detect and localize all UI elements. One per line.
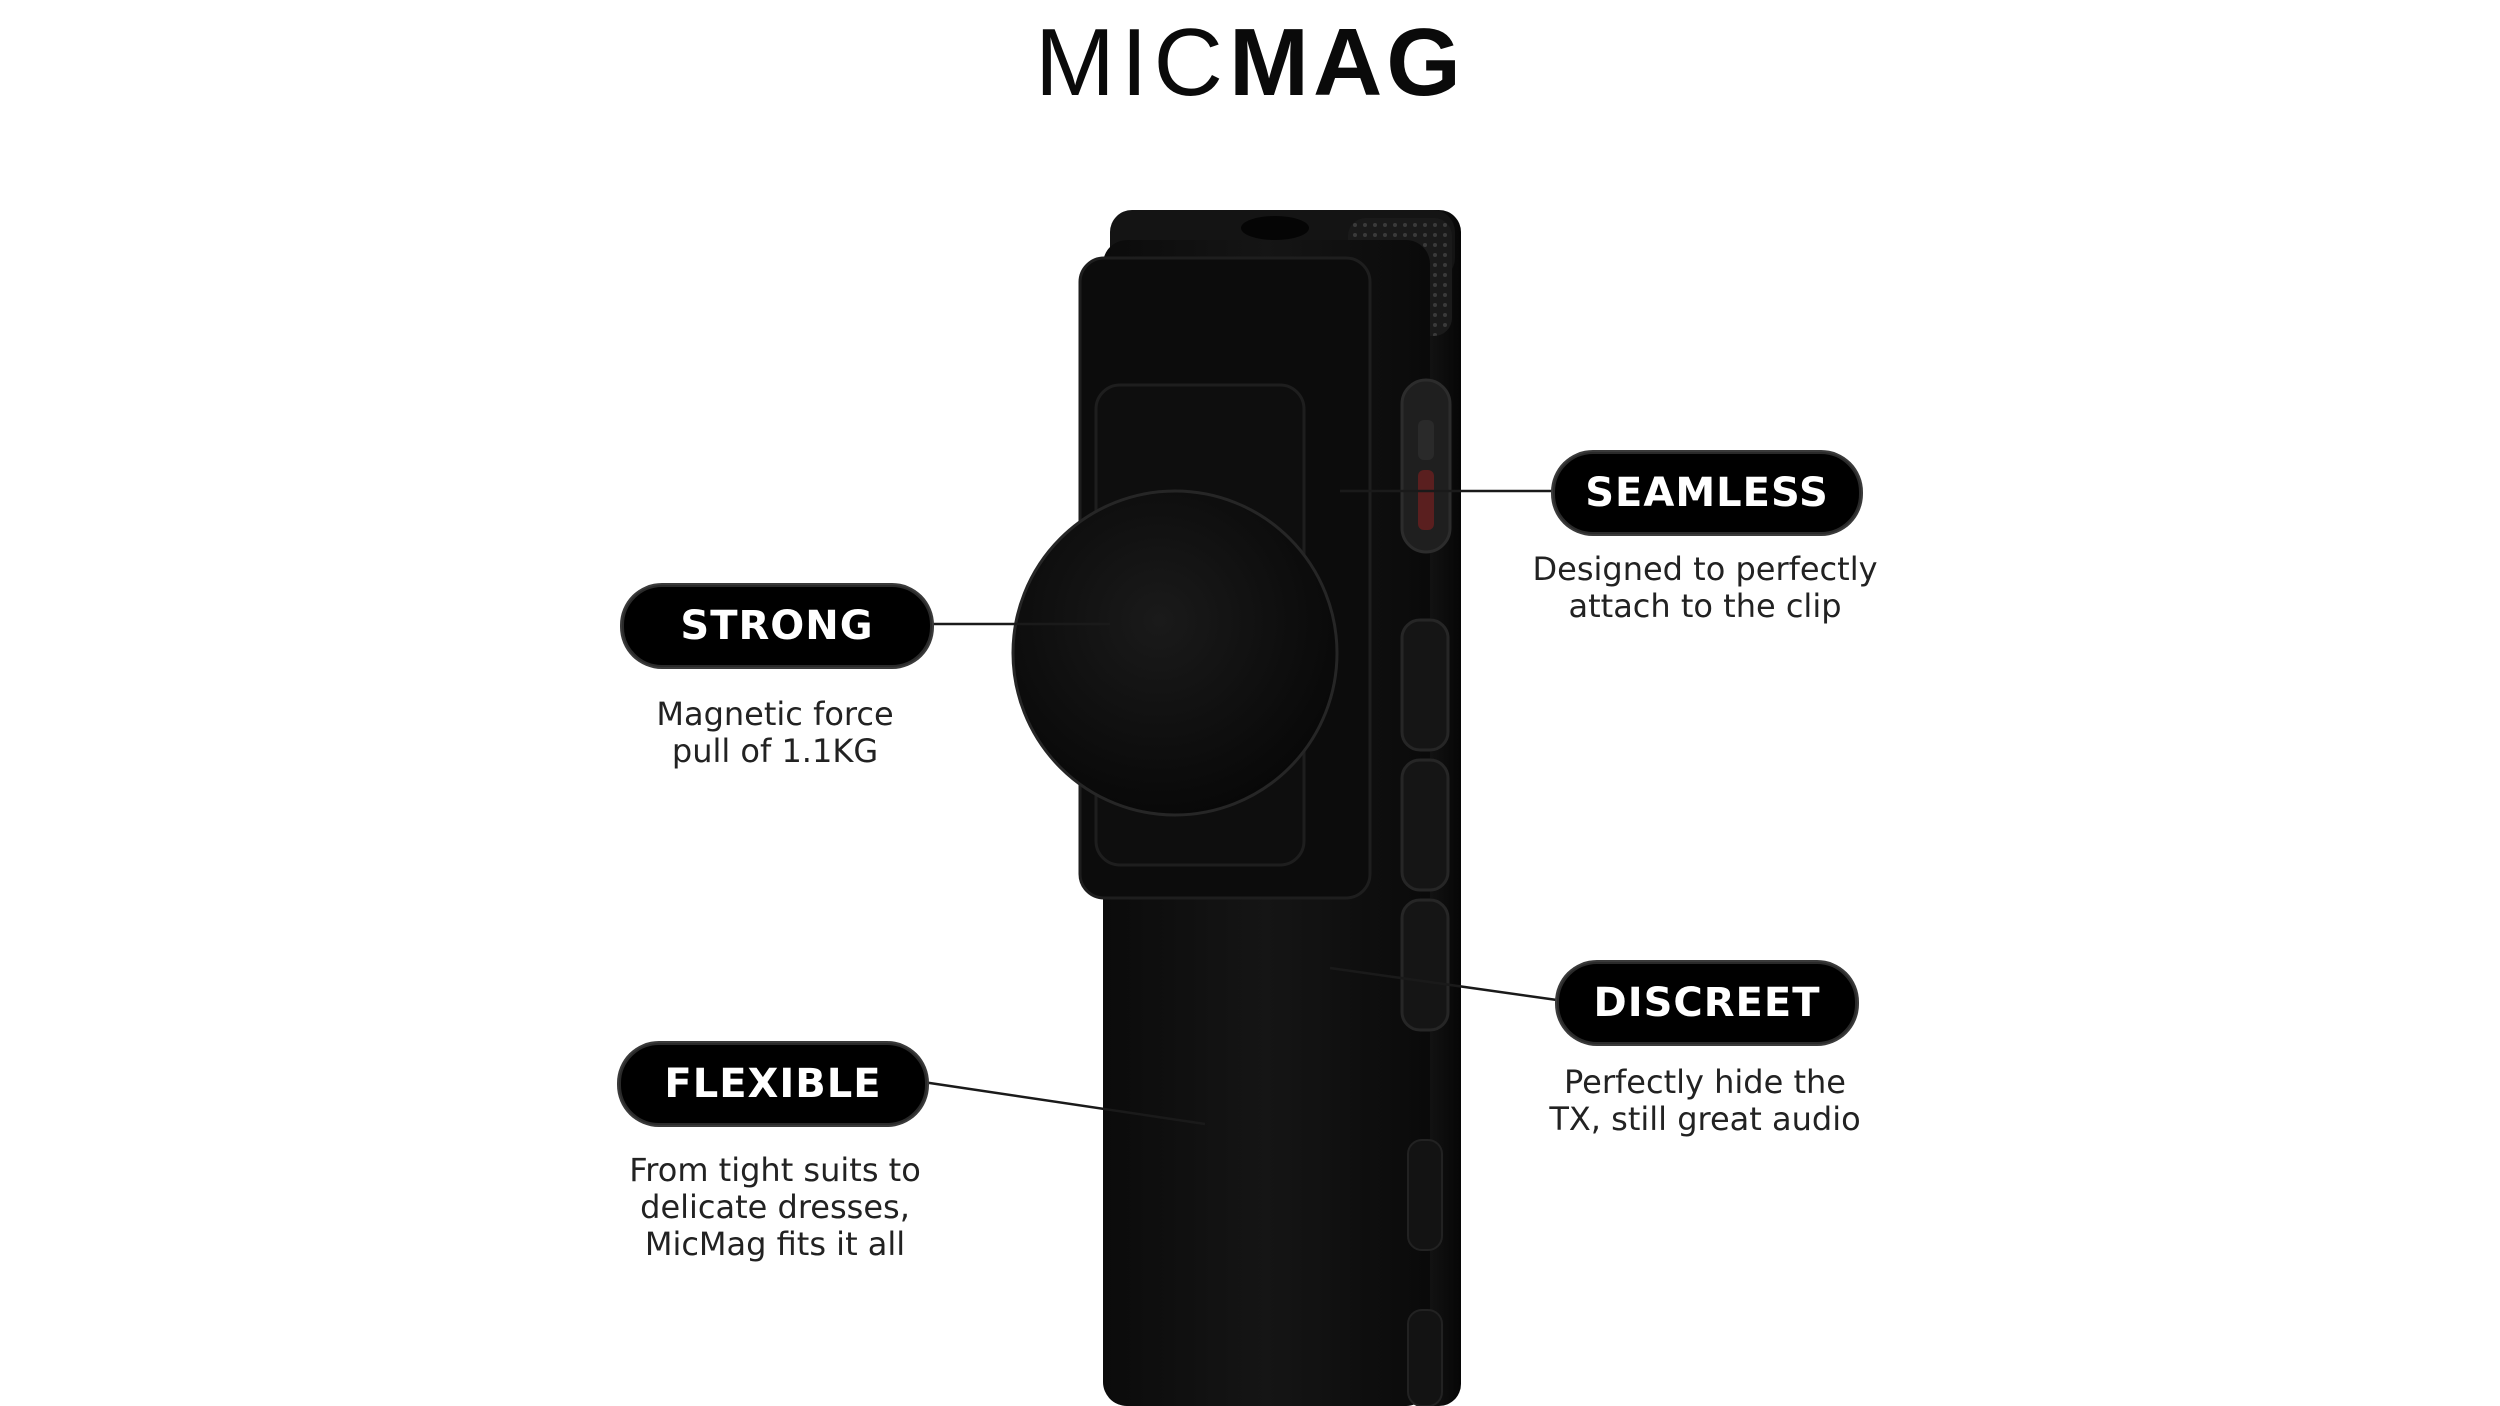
caption-line: From tight suits to: [629, 1151, 921, 1189]
feature-caption-strong: Magnetic force pull of 1.1KG: [575, 696, 975, 770]
caption-line: delicate dresses,: [640, 1188, 910, 1226]
caption-line: attach to the clip: [1568, 587, 1842, 625]
feature-pill-discreet: DISCREET: [1557, 962, 1857, 1044]
caption-line: Magnetic force: [656, 695, 894, 733]
feature-pill-flexible: FLEXIBLE: [619, 1043, 927, 1125]
feature-caption-flexible: From tight suits to delicate dresses, Mi…: [575, 1152, 975, 1263]
feature-caption-discreet: Perfectly hide the TX, still great audio: [1505, 1064, 1905, 1138]
leader-line-discreet: [1329, 966, 1558, 1002]
leader-lines: [922, 489, 1558, 1126]
caption-line: pull of 1.1KG: [671, 732, 879, 770]
feature-pill-strong: STRONG: [622, 585, 932, 667]
caption-line: TX, still great audio: [1549, 1100, 1861, 1138]
feature-pill-seamless: SEAMLESS: [1553, 452, 1861, 534]
caption-line: MicMag fits it all: [644, 1225, 906, 1263]
logo-text-light: MIC: [1035, 9, 1229, 116]
magnetic-disc: [1011, 489, 1339, 817]
leader-line-flexible: [922, 1080, 1206, 1126]
micmag-logo: MICMAG: [0, 8, 2500, 118]
feature-caption-seamless: Designed to perfectly attach to the clip: [1505, 551, 1905, 625]
caption-line: Designed to perfectly: [1532, 550, 1878, 588]
caption-line: Perfectly hide the: [1564, 1063, 1846, 1101]
logo-text-bold: MAG: [1229, 9, 1465, 116]
